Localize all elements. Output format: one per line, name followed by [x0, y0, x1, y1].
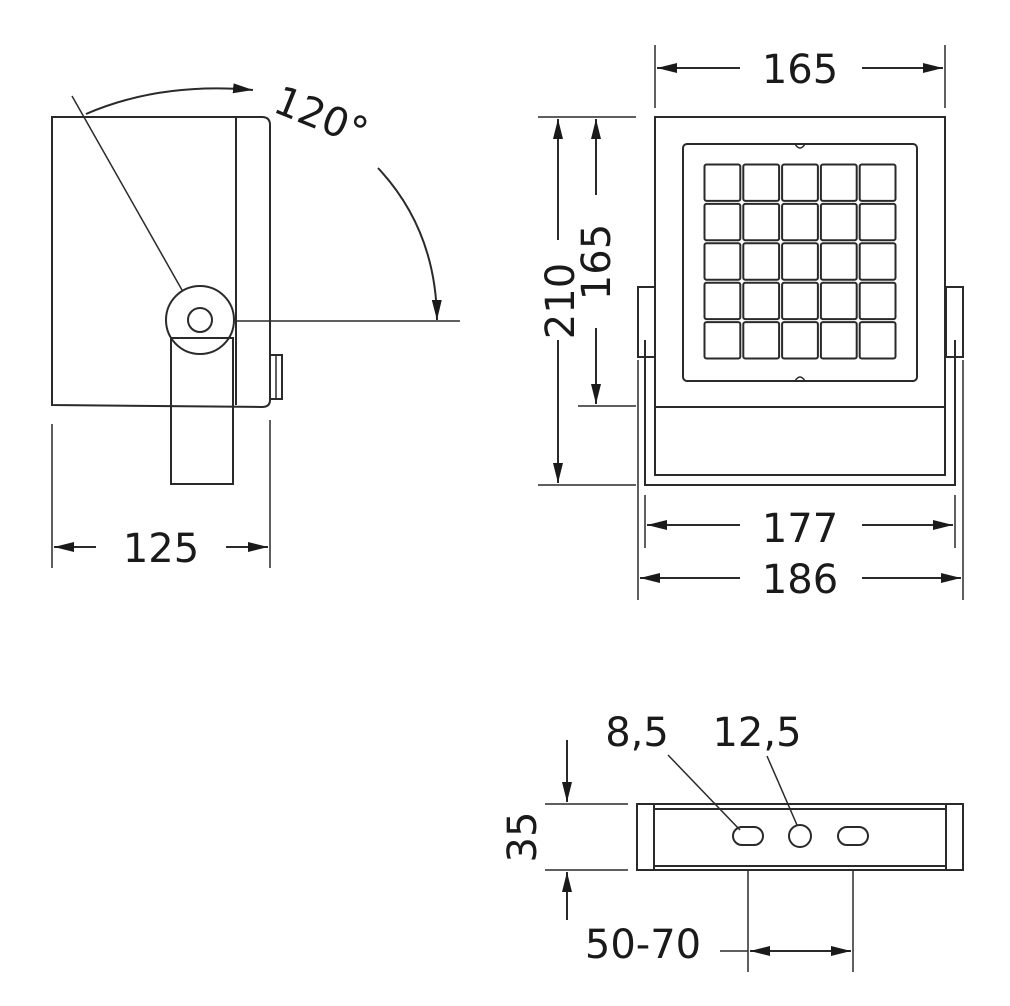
front-bracket	[644, 340, 956, 486]
led-cell	[742, 281, 781, 321]
led-cell	[742, 202, 781, 242]
bracket-height-label: 35	[500, 812, 546, 863]
led-cell	[819, 281, 858, 321]
leader-small-hole	[667, 754, 741, 831]
front-lens-frame	[682, 143, 918, 382]
leader-large-hole	[766, 755, 798, 826]
front-bracket-left-tab	[637, 286, 656, 358]
side-pivot-inner	[187, 307, 213, 333]
front-height-total-label: 210	[538, 263, 584, 339]
bracket-bar	[636, 803, 964, 871]
led-cell	[858, 242, 897, 281]
bracket-hole-center	[788, 824, 812, 848]
led-cell	[742, 242, 781, 281]
led-cell	[819, 321, 858, 360]
led-cell	[819, 242, 858, 281]
tilt-line-upper	[71, 95, 183, 291]
front-width-top-label: 165	[762, 47, 838, 93]
bracket-slot-right	[837, 826, 869, 846]
led-cell	[781, 163, 819, 202]
led-cell	[781, 202, 819, 242]
led-cell	[858, 281, 897, 321]
bracket-slot-left	[732, 826, 764, 846]
front-led-grid	[703, 163, 897, 360]
led-cell	[858, 163, 897, 202]
bracket-spacing-label: 50-70	[585, 922, 701, 968]
led-cell	[781, 281, 819, 321]
front-housing	[654, 116, 946, 476]
angle-arc-lower	[377, 167, 442, 321]
side-housing	[51, 116, 271, 409]
led-cell	[703, 163, 742, 202]
led-cell	[819, 163, 858, 202]
led-cell	[819, 202, 858, 242]
led-cell	[703, 281, 742, 321]
led-cell	[742, 163, 781, 202]
led-cell	[858, 321, 897, 360]
led-cell	[858, 202, 897, 242]
front-width-outer-label: 186	[762, 557, 838, 603]
side-mounting-arm	[170, 337, 234, 485]
front-height-inner-label: 165	[574, 224, 620, 300]
side-view: 120° 125	[51, 78, 460, 572]
front-width-bracket-label: 177	[762, 506, 838, 552]
led-cell	[781, 321, 819, 360]
led-cell	[742, 321, 781, 360]
front-view: 165 210 165 177 186	[538, 45, 964, 603]
hole-small-label: 8,5	[605, 710, 669, 756]
angle-arc-upper	[85, 83, 254, 115]
side-width-label: 125	[123, 526, 199, 572]
bracket-view: 8,5 12,5 35 50-70	[500, 710, 964, 972]
side-pivot-outer	[165, 285, 235, 355]
led-cell	[703, 202, 742, 242]
angle-label: 120°	[268, 78, 375, 157]
hole-large-label: 12,5	[712, 710, 801, 756]
led-cell	[703, 242, 742, 281]
led-cell	[781, 242, 819, 281]
led-cell	[703, 321, 742, 360]
